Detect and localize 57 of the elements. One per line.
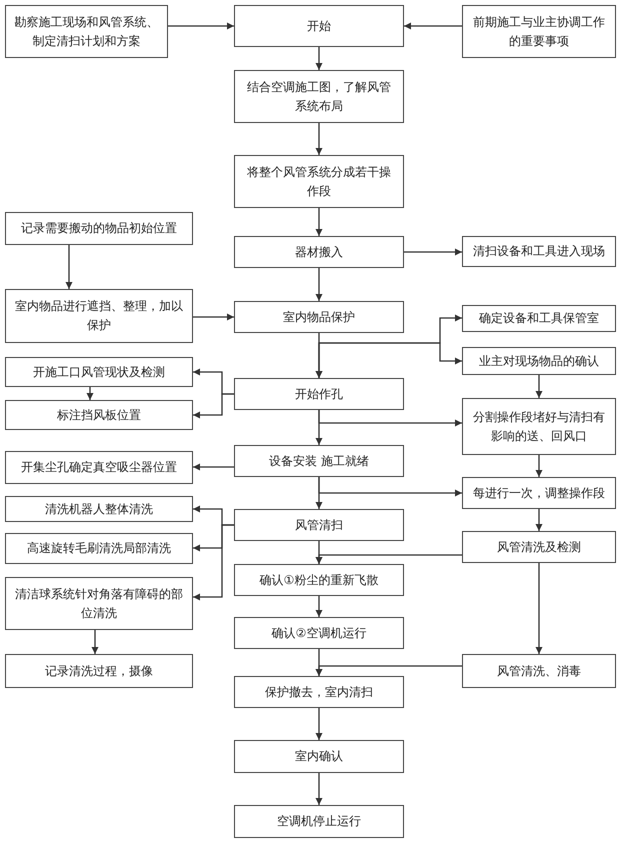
process-box: 高速旋转毛刷清洗局部清洗	[5, 533, 193, 564]
process-box: 记录需要搬动的物品初始位置	[5, 212, 193, 245]
arrow	[86, 387, 94, 400]
process-box: 空调机停止运行	[234, 805, 404, 838]
process-box: 确认①粉尘的重新飞散	[234, 564, 404, 596]
arrow	[316, 773, 322, 805]
process-box: 保护撤去，室内清扫	[234, 676, 404, 708]
arrow	[193, 464, 234, 470]
process-box: 结合空调施工图，了解风管系统布局	[234, 70, 404, 123]
arrow	[316, 208, 322, 236]
process-box: 清洁球系统针对角落有障碍的部位清洗	[5, 577, 193, 630]
process-box: 开始作孔	[234, 378, 404, 410]
process-box: 开集尘孔确定真空吸尘器位置	[5, 451, 193, 484]
process-box: 将整个风管系统分成若干操作段	[234, 155, 404, 208]
arrow	[316, 410, 322, 445]
arrow	[404, 22, 462, 30]
arrow	[316, 342, 462, 378]
process-box: 室内物品保护	[234, 301, 404, 333]
process-box: 室内确认	[234, 740, 404, 773]
arrow	[66, 245, 72, 289]
arrow	[316, 665, 462, 676]
process-box: 业主对现场物品的确认	[462, 347, 616, 375]
arrow	[316, 268, 322, 301]
process-box: 勘察施工现场和风管系统、制定清扫计划和方案	[5, 5, 168, 58]
process-box: 室内物品进行遮挡、整理，加以保护	[5, 289, 193, 343]
arrow	[316, 554, 462, 564]
process-box: 确认②空调机运行	[234, 617, 404, 649]
arrow	[316, 596, 322, 617]
arrow	[193, 524, 234, 600]
arrow	[536, 509, 542, 531]
arrow	[316, 708, 322, 740]
process-box: 开施工口风管现状及检测	[5, 357, 193, 387]
arrow	[404, 248, 462, 256]
process-box: 器材搬入	[234, 236, 404, 268]
process-box: 设备安装 施工就绪	[234, 445, 404, 477]
process-box: 每进行一次，调整操作段	[462, 477, 616, 509]
arrow	[316, 477, 322, 509]
arrow	[193, 314, 234, 320]
process-box: 风管清扫	[234, 509, 404, 541]
process-box: 确定设备和工具保管室	[462, 305, 616, 332]
arrow	[536, 455, 542, 477]
process-box: 风管清洗、消毒	[462, 654, 616, 688]
process-box: 分割操作段堵好与清扫有影响的送、回风口	[462, 398, 616, 455]
arrow	[193, 393, 234, 418]
process-box: 标注挡风板位置	[5, 400, 193, 430]
arrow	[536, 563, 542, 654]
process-box: 记录清洗过程，摄像	[5, 654, 193, 688]
process-box: 风管清洗及检测	[462, 531, 616, 563]
process-box: 前期施工与业主协调工作的重要事项	[462, 5, 616, 58]
arrow	[168, 22, 234, 30]
arrow	[316, 47, 322, 70]
arrow	[536, 375, 542, 398]
arrow	[92, 630, 98, 654]
process-box: 开始	[234, 5, 404, 47]
process-box: 清扫设备和工具进入现场	[462, 236, 616, 267]
arrow	[316, 123, 322, 155]
process-box: 清洗机器人整体清洗	[5, 496, 193, 522]
